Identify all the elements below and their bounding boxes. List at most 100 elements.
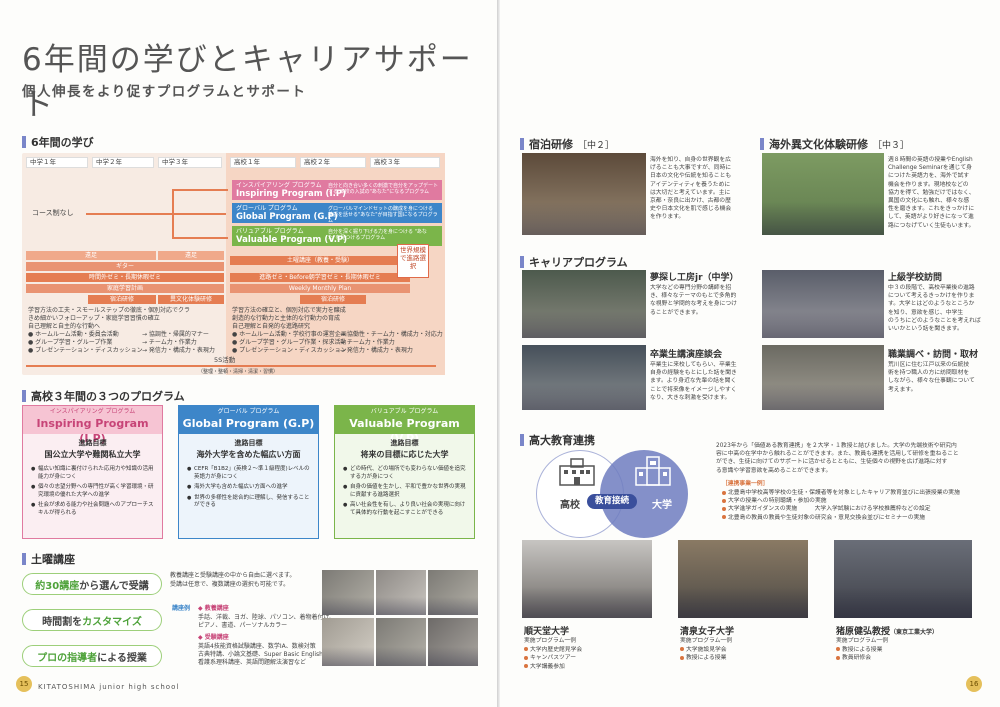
- band-lodging: 宿泊研修: [88, 295, 156, 304]
- career-title: 上級学校訪問: [888, 273, 943, 283]
- saturday-photo: [428, 618, 478, 666]
- grade-header: 中学２年: [92, 157, 154, 168]
- entrance-box: 世界規模で進路選択: [397, 244, 429, 278]
- examples-list: 北豊島中学校高等学校の生徒・保護者等を対象としたキャリア教育並びに出張授業の実施…: [722, 489, 960, 522]
- goal-text: 海外大学を含めた幅広い方面: [196, 450, 301, 459]
- jh-note: きめ細かいフォローアップ・家庭学習習慣の確立: [28, 315, 160, 322]
- university-building-icon: [635, 456, 671, 486]
- juken-list: 看護系理科講座、英語問題解法演習など: [198, 659, 307, 666]
- career-title: 卒業生講演座談会: [650, 350, 723, 360]
- kyoyo-label: ◆ 教養講座: [198, 605, 229, 612]
- program-point: 個々の志望分野への専門性が高く学習環境・研究環境の優れた大学への進学: [31, 484, 156, 499]
- heading-bar: [520, 138, 524, 150]
- juken-list: 古典特講、小論文基礎、Super Basic English: [198, 651, 323, 658]
- program-point: 世界の多様性を総合的に理解し、発信することができる: [187, 495, 312, 510]
- hs-note: ● グループ学習・グループ作業・探求活動: [232, 339, 347, 346]
- career-title: 夢探し工房jr（中学）: [650, 273, 739, 283]
- page-subtitle: 個人伸長をより促すプログラムとサポート: [22, 84, 307, 100]
- jh-note: ● プレゼンテーション・ディスカッション: [28, 347, 143, 354]
- band-overseas: 異文化体験研修: [158, 295, 224, 304]
- program-points: どの時代、どの場所でも変わらない価値を追究する力が身につく 自身の価値を生かし、…: [343, 466, 468, 517]
- page-title: 6年間の学びとキャリアサポート: [22, 42, 473, 123]
- band-weekly: Weekly Monthly Plan: [230, 284, 410, 293]
- band-lodging-hs: 宿泊研修: [300, 295, 366, 304]
- left-page: 6年間の学びとキャリアサポート 個人伸長をより促すプログラムとサポート 6年間の…: [0, 0, 500, 707]
- school-building-icon: [559, 458, 595, 486]
- goal-label: 進路目標: [390, 439, 419, 447]
- partner-name: 猪原健弘教授（東京工業大学）: [836, 627, 939, 637]
- career-text: 大学などの専門分野の講師を招き、様々なテーマのもとで多角的な視野と学問的な考えを…: [650, 285, 737, 316]
- right-page: 宿泊研修［中２］ 海外を知り、自身の世界観を広げることも大事ですが、同時に日本の…: [500, 0, 1000, 707]
- program-points: 幅広い知識に裏付けられた応用力や知識の活用能力が身につく 個々の志望分野への専門…: [31, 466, 156, 517]
- branch-line: [172, 189, 174, 237]
- hs-univ-text: 2023年から「価値ある教育連携」を２大学・１教授と結びました。大学の先端技術や…: [716, 443, 959, 474]
- partner-photo: [834, 540, 972, 618]
- kyoyo-list: 手話、洋裁、ヨガ、陸球、パソコン、着物着付け、: [198, 614, 336, 621]
- career-photo: [762, 345, 884, 410]
- program-points: CEFR「B1B2」(英検２～準１級程度)レベルの英語力が身につく 海外大学も含…: [187, 466, 312, 510]
- program-point: CEFR「B1B2」(英検２～準１級程度)レベルの英語力が身につく: [187, 466, 312, 481]
- saturday-pill: プロの指導者による授業: [22, 645, 162, 667]
- band-excursion-2: 遠足: [158, 251, 224, 260]
- partner-programs: 実施プログラム一例 大学内歴史館見学会 キャンパスツアー 大学講義参加: [524, 638, 583, 670]
- career-photo: [522, 270, 646, 338]
- grade-header: 高校２年: [300, 157, 366, 168]
- heading-bar: [22, 136, 26, 148]
- partner-programs: 実施プログラム一例 教授による授業 教員研修会: [836, 638, 888, 661]
- lodging-text: 海外を知り、自身の世界観を広げることも大事ですが、同時に日本の文化や伝統を知るこ…: [650, 157, 732, 221]
- saturday-photo: [322, 570, 374, 615]
- kyoyo-list: ピアノ、書道、パーソナルカラー: [198, 622, 288, 629]
- goal-text: 国公立大学や難関私立大学: [44, 450, 141, 459]
- band-saturday: 土曜講座（教養・受験）: [230, 256, 410, 265]
- overseas-photo: [762, 153, 884, 235]
- band-seminar-hs: 進路ゼミ・Before朝学習ゼミ・長期休暇ゼミ: [230, 273, 410, 282]
- hs-note-result: → チーム力・作業力: [340, 339, 395, 346]
- career-photo: [762, 270, 884, 338]
- heading-bar: [520, 256, 524, 268]
- heading-bar: [22, 553, 26, 565]
- saturday-photo: [376, 570, 426, 615]
- program-point: 海外大学も含めた幅広い方面への進学: [187, 484, 312, 492]
- jh-note: ● ホームルーム活動・委員会活動: [28, 331, 119, 338]
- partner-photo: [522, 540, 652, 618]
- career-text: 卒業生に来校してもらい、卒業生自身の経験をもとにした話を聞きます。より身近な先輩…: [650, 362, 737, 401]
- career-heading: キャリアプログラム: [520, 254, 628, 270]
- six-years-timeline: 中学１年 中学２年 中学３年 高校１年 高校２年 高校３年 コース制なし インス…: [22, 153, 445, 375]
- saturday-desc: 教養講座と受験講座の中から自由に選べます。: [170, 572, 296, 579]
- partner-programs: 実施プログラム一例 大学施設見学会 教授による授業: [680, 638, 732, 661]
- saturday-heading: 土曜講座: [22, 551, 75, 567]
- juken-label: ◆ 受験講座: [198, 634, 229, 641]
- five-s-sub: （整理・整頓・清掃・清潔・習慣）: [198, 369, 279, 375]
- examples-label: ［連携事業一例］: [722, 481, 769, 487]
- program-point: 自身の価値を生かし、平和で豊かな世界の実現に貢献する進路選択: [343, 484, 468, 499]
- saturday-photo: [428, 570, 478, 615]
- jh-note-result: → チーム力・作業力: [142, 339, 197, 346]
- band-excursion-1: 遠足: [26, 251, 156, 260]
- course-none-label: コース制なし: [32, 209, 74, 217]
- lodging-heading: 宿泊研修［中２］: [520, 136, 614, 152]
- saturday-photo: [376, 618, 426, 666]
- goal-label: 進路目標: [234, 439, 263, 447]
- heading-bar: [22, 390, 26, 402]
- hs-note: 創造的な行動力と主体的な行動力の育成: [232, 315, 341, 322]
- jh-note-result: → 協調性・帰属的マナー: [142, 331, 209, 338]
- hs-univ-heading: 高大教育連携: [520, 432, 595, 448]
- career-photo: [522, 345, 646, 410]
- program-point: 高い社会性を有し、より良い社会の実現に向けて具体的な行動を起こすことができる: [343, 502, 468, 517]
- grade-header: 高校１年: [230, 157, 296, 168]
- hs-note: 学習方法の確立と、個別対応で実力を醸成: [232, 307, 346, 314]
- saturday-pill: 時間割をカスタマイズ: [22, 609, 162, 631]
- saturday-photo: [322, 618, 374, 666]
- saturday-desc: 受講は任意で、複数講座の選択も可能です。: [170, 581, 290, 588]
- band-home-study: 家庭学習計画: [26, 284, 224, 293]
- partner-name: 清泉女子大学: [680, 627, 735, 637]
- page-number: 16: [966, 676, 982, 692]
